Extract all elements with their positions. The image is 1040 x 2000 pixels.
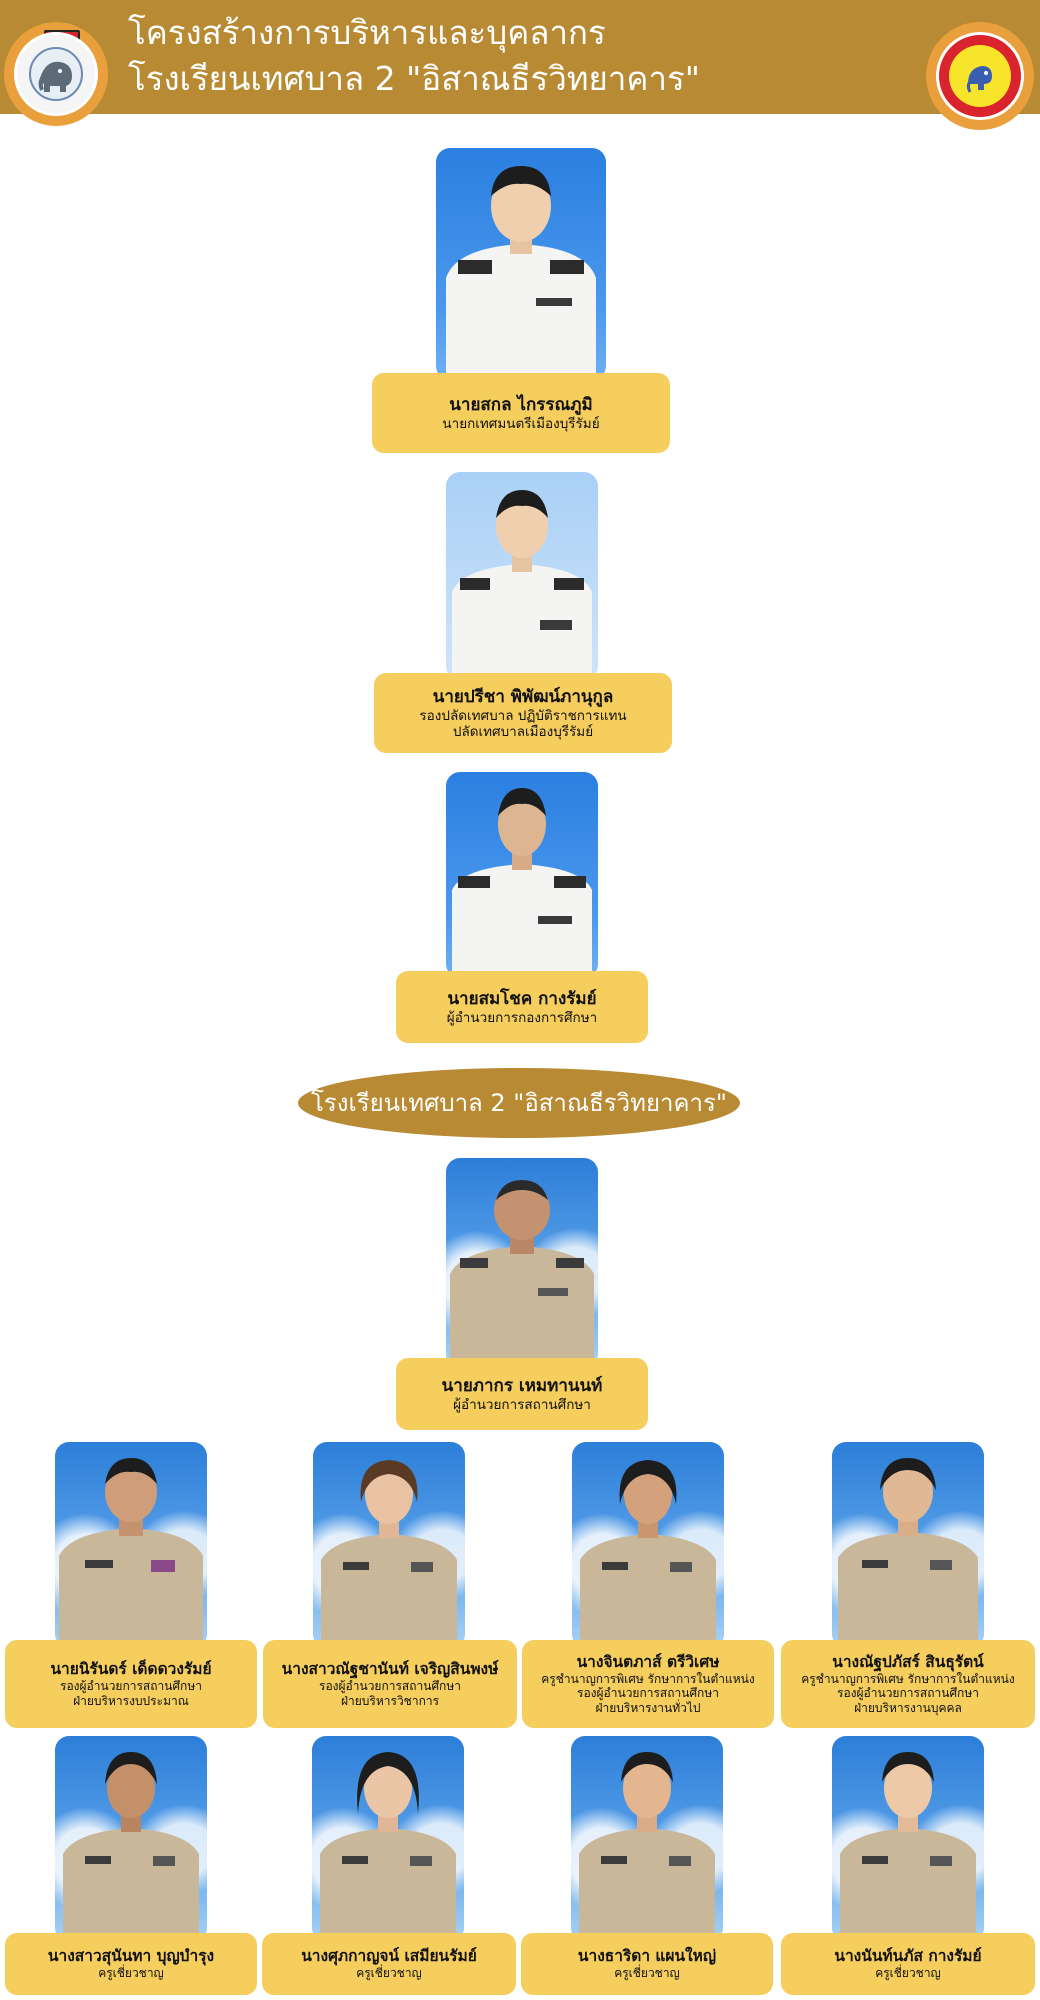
portrait-teacher-2 (312, 1736, 464, 1942)
portrait-education-director (446, 772, 598, 978)
person-role: ครูเชี่ยวชาญ (98, 1966, 164, 1981)
person-name: นางณัฐปภัสร์ สินธุรัตน์ (832, 1652, 984, 1671)
card-deputy-3: นางจินตภาส์ ตรีวิเศษ ครูชำนาญการพิเศษ รั… (522, 1640, 774, 1728)
card-education-director: นายสมโชค กางรัมย์ ผู้อำนวยการกองการศึกษา (396, 971, 648, 1043)
school-seal-icon (936, 32, 1024, 120)
person-role: ฝ่ายบริหารงานบุคคล (854, 1700, 962, 1715)
title-line-2: โรงเรียนเทศบาล 2 "อิสาณธีรวิทยาคาร" (128, 59, 700, 98)
person-name: นายปรีชา พิพัฒน์ภานุกูล (432, 686, 614, 707)
portrait-deputy-1 (55, 1442, 207, 1648)
person-role: ครูชำนาญการพิเศษ รักษาการในตำแหน่ง (801, 1671, 1015, 1686)
person-name: นางสาวสุนันทา บุญบำรุง (47, 1947, 215, 1966)
portrait-deputy-2 (313, 1442, 465, 1648)
person-role: รองผู้อำนวยการสถานศึกษา (837, 1686, 979, 1701)
person-silhouette-icon (59, 1458, 203, 1648)
person-role: ฝ่ายบริหารวิชาการ (340, 1693, 440, 1708)
person-role: ปลัดเทศบาลเมืองบุรีรัมย์ (452, 723, 594, 740)
card-deputy-clerk: นายปรีชา พิพัฒน์ภานุกูล รองปลัดเทศบาล ปฏ… (374, 673, 672, 753)
elephant-emblem-icon (14, 32, 98, 116)
card-deputy-2: นางสาวณัฐชานันท์ เจริญสินพงษ์ รองผู้อำนว… (263, 1640, 517, 1728)
card-teacher-3: นางธาริดา แผนใหญ่ ครูเชี่ยวชาญ (521, 1933, 773, 1995)
card-teacher-1: นางสาวสุนันทา บุญบำรุง ครูเชี่ยวชาญ (5, 1933, 257, 1995)
person-silhouette-icon (450, 1180, 594, 1368)
person-name: นายนิรันดร์ เด็ดดวงรัมย์ (50, 1660, 212, 1678)
person-name: นางธาริดา แผนใหญ่ (577, 1947, 717, 1966)
person-role: ผู้อำนวยการสถานศึกษา (453, 1396, 591, 1413)
person-silhouette-icon (452, 788, 592, 978)
person-role: ครูเชี่ยวชาญ (875, 1966, 941, 1981)
person-name: นายภากร เหมทานนท์ (441, 1375, 603, 1396)
person-name: นางศุภกาญจน์ เสมียนรัมย์ (301, 1947, 477, 1966)
person-role: นายกเทศมนตรีเมืองบุรีรัมย์ (442, 415, 600, 432)
school-banner: โรงเรียนเทศบาล 2 "อิสาณธีรวิทยาคาร" (298, 1068, 740, 1138)
person-role: รองผู้อำนวยการสถานศึกษา (319, 1679, 461, 1693)
person-silhouette-icon (580, 1460, 716, 1648)
card-school-director: นายภากร เหมทานนท์ ผู้อำนวยการสถานศึกษา (396, 1358, 648, 1430)
person-role: รองปลัดเทศบาล ปฏิบัติราชการแทน (419, 707, 627, 724)
portrait-teacher-4 (832, 1736, 984, 1942)
portrait-deputy-3 (572, 1442, 724, 1648)
person-role: ครูเชี่ยวชาญ (614, 1966, 680, 1981)
person-role: รองผู้อำนวยการสถานศึกษา (60, 1679, 202, 1693)
person-silhouette-icon (579, 1752, 715, 1942)
school-logo (926, 22, 1034, 130)
person-role: ฝ่ายบริหารงานทั่วไป (595, 1700, 701, 1715)
portrait-deputy-clerk (446, 472, 598, 680)
card-deputy-1: นายนิรันดร์ เด็ดดวงรัมย์ รองผู้อำนวยการส… (5, 1640, 257, 1728)
person-role: ครูชำนาญการพิเศษ รักษาการในตำแหน่ง (541, 1671, 755, 1686)
municipality-logo (4, 22, 108, 126)
portrait-teacher-1 (55, 1736, 207, 1942)
portrait-school-director (446, 1158, 598, 1368)
person-role: ครูเชี่ยวชาญ (356, 1966, 422, 1981)
person-name: นางนันท์นภัส กางรัมย์ (834, 1947, 982, 1966)
person-silhouette-icon (446, 166, 596, 380)
person-name: นายสกล ไกรรณภูมิ (449, 394, 593, 415)
page-title: โครงสร้างการบริหารและบุคลากร โรงเรียนเทศ… (128, 10, 700, 102)
person-name: นายสมโชค กางรัมย์ (447, 988, 597, 1009)
person-silhouette-icon (63, 1752, 199, 1942)
person-role: รองผู้อำนวยการสถานศึกษา (577, 1686, 719, 1701)
card-mayor: นายสกล ไกรรณภูมิ นายกเทศมนตรีเมืองบุรีรั… (372, 373, 670, 453)
page-header: โครงสร้างการบริหารและบุคลากร โรงเรียนเทศ… (0, 0, 1040, 114)
portrait-teacher-3 (571, 1736, 723, 1942)
person-silhouette-icon (321, 1460, 457, 1648)
person-role: ผู้อำนวยการกองการศึกษา (446, 1009, 598, 1026)
title-line-1: โครงสร้างการบริหารและบุคลากร (128, 13, 606, 52)
card-deputy-4: นางณัฐปภัสร์ สินธุรัตน์ ครูชำนาญการพิเศษ… (781, 1640, 1035, 1728)
person-role: ฝ่ายบริหารงบประมาณ (73, 1693, 189, 1708)
portrait-deputy-4 (832, 1442, 984, 1648)
person-name: นางจินตภาส์ ตรีวิเศษ (576, 1652, 720, 1671)
person-silhouette-icon (320, 1752, 456, 1942)
card-teacher-2: นางศุภกาญจน์ เสมียนรัมย์ ครูเชี่ยวชาญ (262, 1933, 516, 1995)
person-silhouette-icon (838, 1458, 978, 1648)
person-name: นางสาวณัฐชานันท์ เจริญสินพงษ์ (281, 1660, 499, 1678)
person-silhouette-icon (452, 490, 592, 680)
portrait-mayor (436, 148, 606, 380)
card-teacher-4: นางนันท์นภัส กางรัมย์ ครูเชี่ยวชาญ (781, 1933, 1035, 1995)
person-silhouette-icon (840, 1752, 976, 1942)
